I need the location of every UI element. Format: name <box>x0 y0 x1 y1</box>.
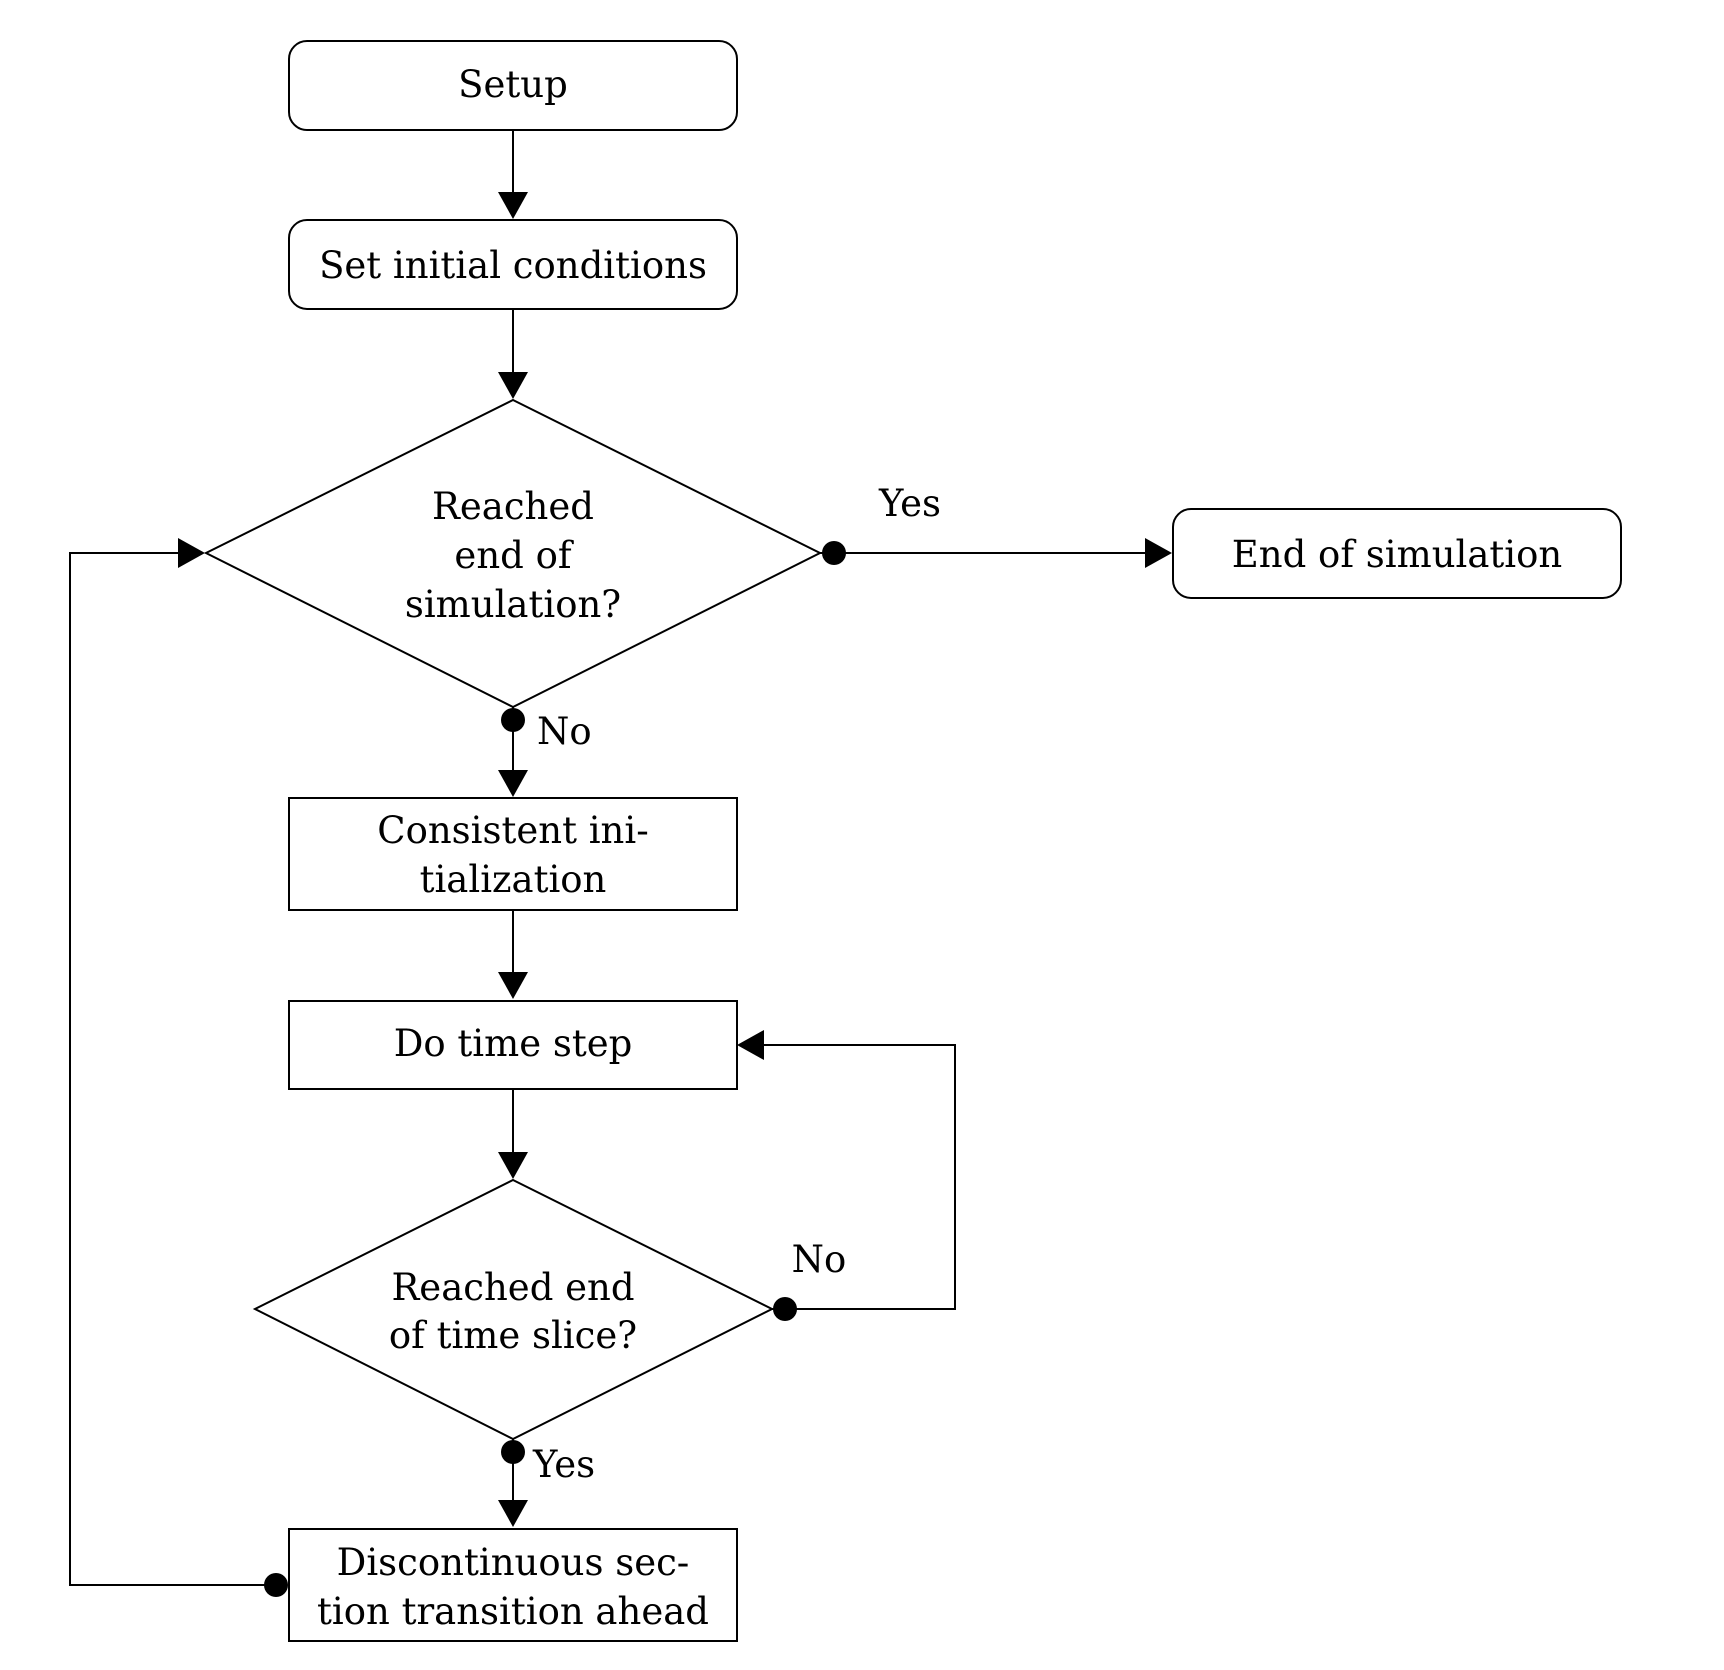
edge-init-to-timestep <box>498 910 528 999</box>
edge-slice-no-loop <box>737 1030 956 1321</box>
edge-discontinuous-loop <box>69 538 288 1597</box>
node-consistent-init-line-2: tialization <box>420 858 607 901</box>
connector-dot <box>264 1573 288 1597</box>
edge-slice-yes <box>498 1439 528 1527</box>
edge-initial-to-decision <box>498 309 528 399</box>
node-end-of-simulation: End of simulation <box>1172 508 1622 599</box>
decision-2-line-1: Reached end <box>391 1266 634 1309</box>
node-setup: Setup <box>288 40 738 131</box>
node-discontinuous-line-1: Discontinuous sec- <box>337 1541 690 1584</box>
node-decision-end-of-simulation: Reached end of simulation? <box>203 398 823 709</box>
connector-dot <box>501 708 525 732</box>
decision-2-line-2: of time slice? <box>389 1314 637 1357</box>
node-end-of-simulation-label: End of simulation <box>1232 533 1562 576</box>
edge-sim-yes <box>820 538 1172 568</box>
edge-label-slice-yes: Yes <box>532 1443 595 1486</box>
node-decision-end-of-time-slice: Reached end of time slice? <box>252 1178 775 1441</box>
edge-setup-to-initial <box>498 130 528 219</box>
edge-sim-no <box>498 707 528 797</box>
node-do-time-step-label: Do time step <box>394 1022 633 1065</box>
edge-label-sim-yes: Yes <box>878 482 941 525</box>
node-discontinuous-transition: Discontinuous sec- tion transition ahead <box>288 1528 738 1642</box>
node-consistent-initialization: Consistent ini- tialization <box>288 797 738 911</box>
decision-1-line-2: end of <box>454 534 573 577</box>
node-consistent-init-line-1: Consistent ini- <box>377 809 648 852</box>
decision-1-line-1: Reached <box>432 485 594 528</box>
connector-dot <box>822 541 846 565</box>
node-initial-conditions: Set initial conditions <box>288 219 738 310</box>
connector-dot <box>773 1297 797 1321</box>
edge-label-slice-no: No <box>792 1238 847 1281</box>
node-discontinuous-line-2: tion transition ahead <box>317 1590 709 1633</box>
connector-dot <box>501 1440 525 1464</box>
decision-1-line-3: simulation? <box>405 583 621 626</box>
edge-timestep-to-decision <box>498 1089 528 1179</box>
node-setup-label: Setup <box>458 63 568 106</box>
node-initial-conditions-label: Set initial conditions <box>319 244 707 287</box>
edge-label-sim-no: No <box>537 710 592 753</box>
node-do-time-step: Do time step <box>288 1000 738 1090</box>
